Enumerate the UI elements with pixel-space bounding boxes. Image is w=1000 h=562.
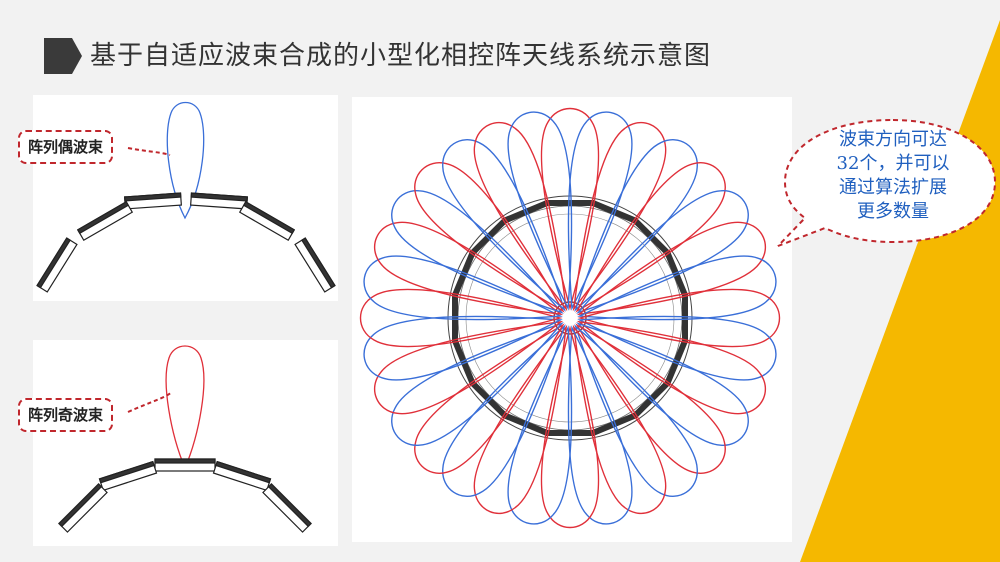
beam-lobe <box>414 323 565 474</box>
beam-lobe <box>567 111 633 311</box>
callout-text: 波束方向可达 32个，并可以 通过算法扩展 更多数量 <box>808 128 978 224</box>
beam-lobe <box>574 139 698 312</box>
callout-line-3: 通过算法扩展 <box>839 177 947 198</box>
beam-lobe <box>473 324 568 515</box>
callout-line-1: 波束方向可达 <box>839 129 947 150</box>
array-segment <box>451 250 476 298</box>
beam-lobe <box>391 322 564 446</box>
array-segment <box>632 217 671 256</box>
array-segment <box>451 338 476 386</box>
beam-pattern-diagram <box>359 107 781 529</box>
page-title: 基于自适应波束合成的小型化相控阵天线系统示意图 <box>90 41 712 71</box>
beam-lobe <box>473 121 568 312</box>
beam-lobe <box>576 322 749 446</box>
beam-lobe <box>391 190 564 314</box>
even-beam-panel <box>33 95 338 301</box>
odd-beam-diagram <box>58 345 312 533</box>
beam-lobe <box>567 325 633 525</box>
beam-lobe <box>572 121 667 312</box>
beam-lobe <box>373 221 564 316</box>
odd-beam-label: 阵列奇波束 <box>18 398 114 432</box>
callout-line-2: 32个，并可以 <box>836 153 950 174</box>
beam-lobe <box>576 320 767 415</box>
beam-lobe <box>373 320 564 415</box>
array-segment <box>664 338 689 386</box>
beam-lobe <box>442 324 566 497</box>
beam-lobe <box>576 190 749 314</box>
beam-lobe <box>363 255 563 321</box>
beam-lobe <box>507 111 573 311</box>
array-segment <box>469 217 508 256</box>
title-marker-icon <box>44 38 82 74</box>
array-segment <box>502 199 550 224</box>
odd-beam-panel <box>33 340 338 546</box>
even-beam-label: 阵列偶波束 <box>18 130 114 164</box>
beam-lobe <box>574 324 698 497</box>
beam-lobe <box>540 107 600 311</box>
beam-lobe <box>577 288 781 348</box>
array-segment <box>590 199 638 224</box>
even-beam-diagram <box>36 101 336 293</box>
beam-lobe <box>359 288 563 348</box>
array-segment <box>546 200 594 206</box>
beam-lobe <box>507 325 573 525</box>
beam-lobe <box>575 162 726 313</box>
array-segment <box>632 380 671 419</box>
beam-lobe <box>575 323 726 474</box>
beam-lobe <box>540 325 600 529</box>
array-segment <box>452 294 458 342</box>
beam-lobe <box>572 324 667 515</box>
beam-lobe <box>363 315 563 381</box>
callout-line-4: 更多数量 <box>857 201 929 222</box>
array-segment <box>682 294 688 342</box>
beam-lobe <box>414 162 565 313</box>
array-segment <box>590 412 638 437</box>
array-segment <box>546 430 594 436</box>
beam-lobe <box>442 139 566 312</box>
beam-pattern-panel <box>352 97 792 542</box>
beam-lobe <box>577 255 777 321</box>
beam-lobe <box>577 315 777 381</box>
beam-lobe <box>576 221 767 316</box>
array-segment <box>502 412 550 437</box>
array-segment <box>469 380 508 419</box>
array-segment <box>664 250 689 298</box>
